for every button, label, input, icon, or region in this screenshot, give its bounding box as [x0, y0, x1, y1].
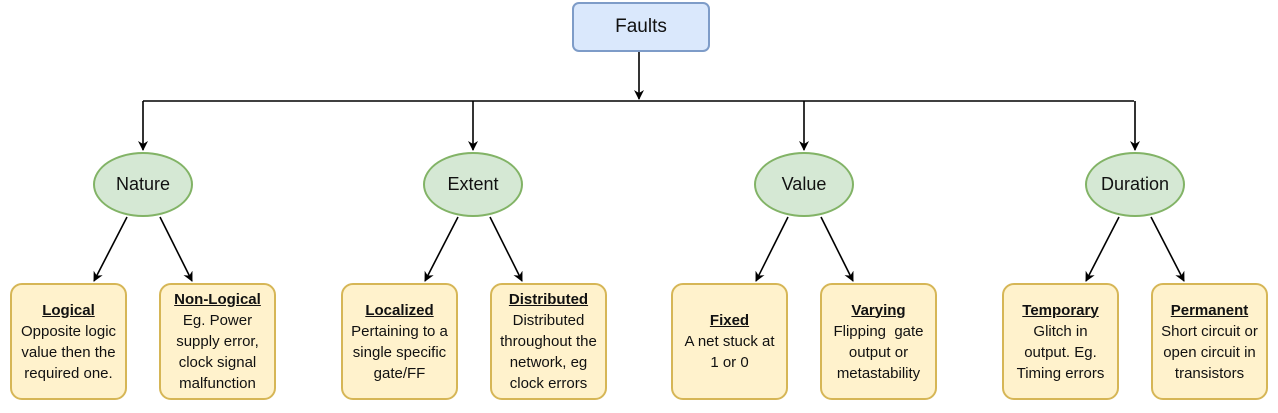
leaf-text-line: Glitch in	[1033, 322, 1088, 340]
leaf-connector-0-0	[93, 216, 128, 282]
leaf-title: Temporary	[1022, 301, 1099, 319]
leaf-text-line: 1 or 0	[710, 354, 749, 371]
leaf-text-line: transistors	[1174, 364, 1245, 382]
leaf-connector-1-0	[424, 216, 459, 282]
category-node-extent: Extent	[423, 152, 523, 217]
category-label: Extent	[447, 174, 499, 194]
leaf-connector-1-1	[489, 216, 523, 282]
leaf-text-line: supply error,	[176, 333, 259, 350]
leaf-title: Non-Logical	[174, 291, 261, 308]
category-label: Duration	[1100, 174, 1170, 194]
leaf-text-line: Short circuit or	[1161, 322, 1258, 340]
leaf-title: Permanent	[1170, 301, 1249, 319]
leaf-connector-2-0	[755, 216, 789, 282]
leaf-text-line: Flipping gate	[833, 322, 924, 340]
leaf-connector-3-1	[1150, 216, 1185, 282]
leaf-text-line: clock signal	[178, 354, 257, 371]
category-node-value: Value	[754, 152, 854, 217]
leaf-node-temporary: Temporary Glitch in output. Eg. Timing e…	[1002, 283, 1119, 400]
leaf-node-localized: Localized Pertaining to a single specifi…	[341, 283, 458, 400]
leaf-text-line: output. Eg.	[1024, 343, 1097, 361]
leaf-node-distributed: Distributed Distributed throughout the n…	[490, 283, 607, 400]
leaf-title: Logical	[42, 301, 95, 319]
leaf-text-line: malfunction	[179, 375, 256, 392]
leaf-title: Distributed	[508, 291, 589, 308]
leaf-text-line: Pertaining to a	[351, 322, 448, 340]
root-label: Faults	[615, 16, 667, 37]
leaf-title: Varying	[851, 301, 906, 319]
category-node-nature: Nature	[93, 152, 193, 217]
leaf-text-line: Opposite logic	[20, 322, 117, 340]
leaf-text-line: clock errors	[509, 375, 588, 392]
leaf-text-line: Timing errors	[1016, 364, 1105, 382]
leaf-connector-2-1	[820, 216, 854, 282]
leaf-node-varying: Varying Flipping gate output or metastab…	[820, 283, 937, 400]
leaf-text-line: A net stuck at	[684, 333, 775, 350]
leaf-node-fixed: Fixed A net stuck at 1 or 0	[671, 283, 788, 400]
leaf-title: Fixed	[709, 312, 750, 329]
leaf-node-logical: Logical Opposite logic value then the re…	[10, 283, 127, 400]
leaf-text-line: single specific	[352, 343, 447, 361]
root-node-faults: Faults	[572, 2, 710, 52]
leaf-text-line: value then the	[21, 343, 116, 361]
leaf-connector-0-1	[159, 216, 193, 282]
leaf-node-permanent: Permanent Short circuit or open circuit …	[1151, 283, 1268, 400]
leaf-text-line: gate/FF	[373, 364, 426, 382]
category-node-duration: Duration	[1085, 152, 1185, 217]
category-label: Value	[781, 174, 827, 194]
leaf-node-non-logical: Non-Logical Eg. Power supply error, cloc…	[159, 283, 276, 400]
category-label: Nature	[115, 174, 171, 194]
leaf-text-line: network, eg	[509, 354, 588, 371]
leaf-title: Localized	[365, 301, 434, 319]
leaf-text-line: Distributed	[512, 312, 585, 329]
leaf-text-line: required one.	[24, 364, 113, 382]
leaf-connector-3-0	[1085, 216, 1120, 282]
leaf-text-line: Eg. Power	[182, 312, 253, 329]
leaf-text-line: open circuit in	[1163, 343, 1256, 361]
leaf-text-line: output or	[848, 343, 909, 361]
leaf-text-line: throughout the	[500, 333, 597, 350]
leaf-text-line: metastability	[836, 364, 921, 382]
